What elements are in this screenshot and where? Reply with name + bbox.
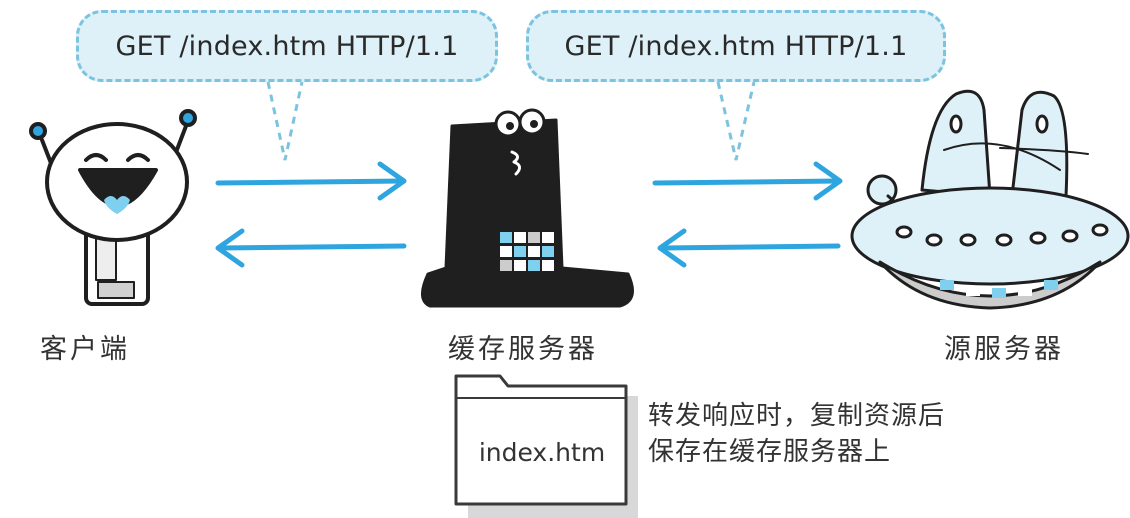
arrow-origin-to-cache <box>657 228 841 268</box>
request-text-cache-to-origin: GET /index.htm HTTP/1.1 <box>564 30 908 62</box>
arrow-cache-to-client <box>215 228 407 268</box>
file-name: index.htm <box>478 438 606 467</box>
cache-note: 转发响应时，复制资源后 保存在缓存服务器上 <box>648 398 945 470</box>
request-text-client-to-cache: GET /index.htm HTTP/1.1 <box>115 30 459 62</box>
cache-note-line-2: 保存在缓存服务器上 <box>648 437 892 467</box>
arrow-cache-to-origin <box>652 161 843 201</box>
origin-server-label: 源服务器 <box>944 334 1064 365</box>
cache-note-line-1: 转发响应时，复制资源后 <box>648 401 946 431</box>
file-icon <box>454 374 638 518</box>
client-robot-icon <box>29 109 197 306</box>
cache-server-label: 缓存服务器 <box>448 334 598 365</box>
bubble-tail-2 <box>716 81 756 161</box>
origin-server-icon <box>850 89 1130 310</box>
bubble-tail-1 <box>266 81 304 161</box>
client-label: 客户端 <box>40 334 130 365</box>
request-bubble-client-to-cache: GET /index.htm HTTP/1.1 <box>76 10 498 82</box>
cache-server-icon <box>421 108 634 308</box>
request-bubble-cache-to-origin: GET /index.htm HTTP/1.1 <box>526 10 946 82</box>
arrow-client-to-cache <box>215 161 407 201</box>
